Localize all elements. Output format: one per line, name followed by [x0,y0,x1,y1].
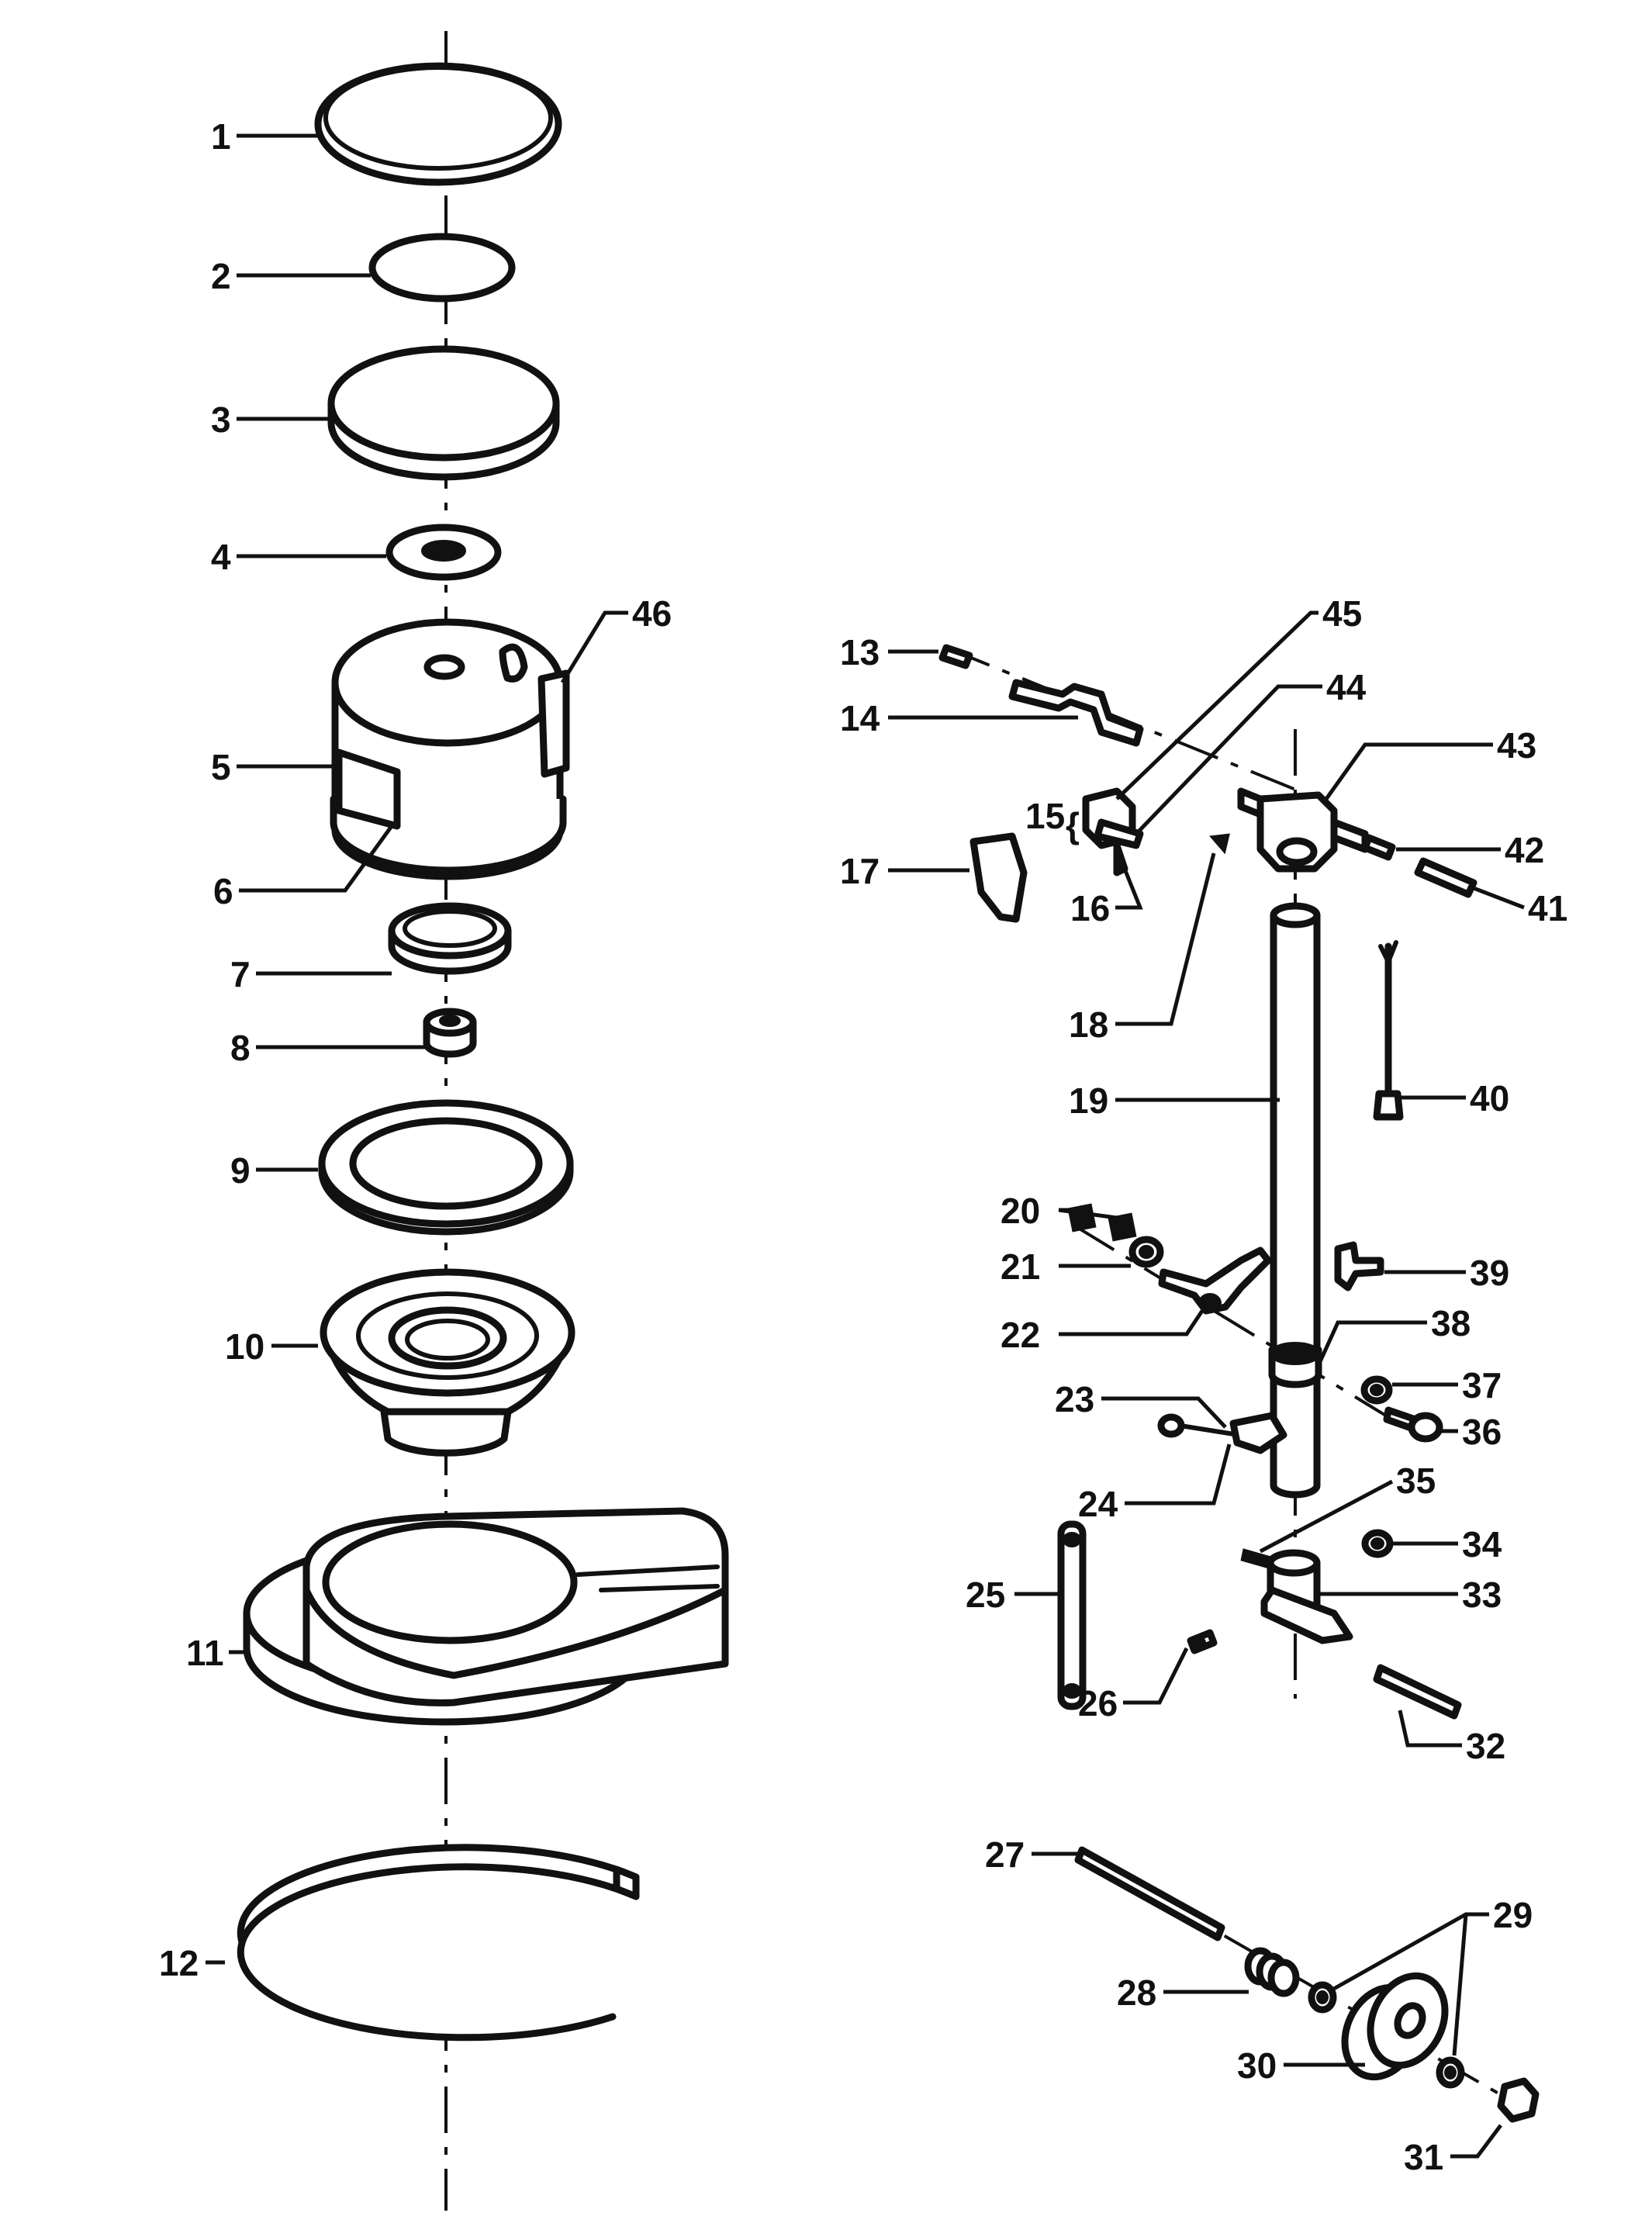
lever-axis [1073,1224,1394,1421]
part-10-gear-cup [320,1268,575,1457]
callout-28: 28 [1117,1972,1156,2013]
callout-33: 33 [1462,1575,1502,1615]
callout-11: 11 [186,1633,224,1673]
part-13-clip [938,644,973,669]
callout-4: 4 [211,537,231,577]
callout-6: 6 [213,871,233,911]
callout-20: 20 [1001,1191,1040,1231]
part-2-disc [368,233,516,303]
callout-40: 40 [1470,1078,1509,1118]
part-32-rod [1373,1664,1462,1720]
callout-45: 45 [1322,593,1362,634]
part-25-strap-link [1057,1520,1087,1710]
part-43-pivot-block [1237,787,1369,873]
callout-37: 37 [1462,1365,1502,1405]
callout-23: 23 [1055,1379,1094,1419]
part-28-spring [1244,1947,1300,1997]
callout-26: 26 [1078,1683,1118,1723]
callout-21: 21 [1001,1246,1040,1287]
part-1-ring [314,62,562,186]
callout-3: 3 [211,399,231,440]
part-21-washer [1128,1236,1164,1268]
callout-12: 12 [159,1943,199,1983]
part-15-bracket-assembly [1082,787,1144,849]
callout-32: 32 [1466,1726,1505,1766]
part-29-washer-a [1308,1981,1337,2014]
part-16-screw [1113,842,1128,876]
part-9-gasket-ring [318,1099,574,1236]
callout-5: 5 [211,747,231,787]
callout-38: 38 [1431,1303,1471,1343]
part-34-nut [1361,1529,1394,1558]
part-4-washer [385,524,502,581]
part-24-bracket [1229,1412,1287,1454]
part-38-collar [1268,1342,1322,1388]
callout-39: 39 [1470,1253,1509,1293]
part-31-hex-nut [1497,2077,1540,2123]
callout-25: 25 [966,1575,1005,1615]
callout-7: 7 [230,954,251,994]
callout-labels: 1 2 3 4 5 6 7 8 9 10 11 12 13 14 15 16 1… [159,116,1567,2177]
part-5-motor-housing [330,618,567,880]
callout-30: 30 [1237,2045,1277,2086]
callout-13: 13 [840,632,880,672]
part-11-base-plate [243,1507,729,1726]
callout-9: 9 [230,1150,251,1191]
callout-22: 22 [1001,1315,1040,1355]
part-19-column-tube [1270,902,1321,1499]
part-41-rod [1414,857,1477,898]
part-40-cord [1373,940,1404,1121]
part-7-retaining-ring [388,902,512,975]
part-22-linkage-arm [1158,1246,1272,1315]
callout-31: 31 [1404,2137,1443,2177]
part-14-bent-lever [1008,679,1144,747]
part-8-bushing [423,1008,477,1058]
callout-8: 8 [230,1028,251,1068]
part-37-washer [1360,1375,1393,1405]
callout-15: 15 [1025,796,1065,836]
callout-10: 10 [225,1326,264,1367]
callout-16: 16 [1070,888,1110,928]
part-12-c-ring [237,1844,640,2042]
callout-17: 17 [840,851,880,891]
leader-lines [206,133,1525,2159]
callout-24: 24 [1078,1484,1118,1524]
part-18-set-screw [1209,833,1230,855]
callout-1: 1 [211,116,231,157]
callout-44: 44 [1326,667,1367,707]
part-33-pivot-sleeve [1260,1549,1353,1644]
callout-42: 42 [1505,830,1544,870]
bracket-brace: { [1066,805,1080,845]
part-46-side-plate [537,669,570,778]
callout-18: 18 [1069,1004,1108,1045]
part-6-label-plate [335,749,401,830]
callout-34: 34 [1462,1524,1502,1564]
part-30-wheel [1341,1972,1449,2081]
part-26-pin [1187,1629,1218,1654]
callout-2: 2 [211,256,231,296]
part-39-latch [1334,1241,1384,1291]
callout-19: 19 [1069,1080,1108,1121]
callout-41: 41 [1528,888,1567,928]
callout-36: 36 [1462,1412,1502,1452]
callout-27: 27 [985,1834,1025,1875]
part-17-cover-plate [969,832,1028,923]
callout-43: 43 [1497,725,1536,766]
part-29-washer-b [1436,2056,1465,2089]
callout-46: 46 [632,593,672,634]
part-36-bolt [1383,1406,1443,1443]
part-3-thick-disc [327,345,560,481]
callout-14: 14 [840,698,880,738]
part-42-pin [1361,834,1396,861]
callout-35: 35 [1396,1461,1436,1501]
callout-29: 29 [1493,1895,1533,1935]
part-27-shaft [1074,1846,1225,1941]
part-20-nut-b [1108,1212,1137,1242]
